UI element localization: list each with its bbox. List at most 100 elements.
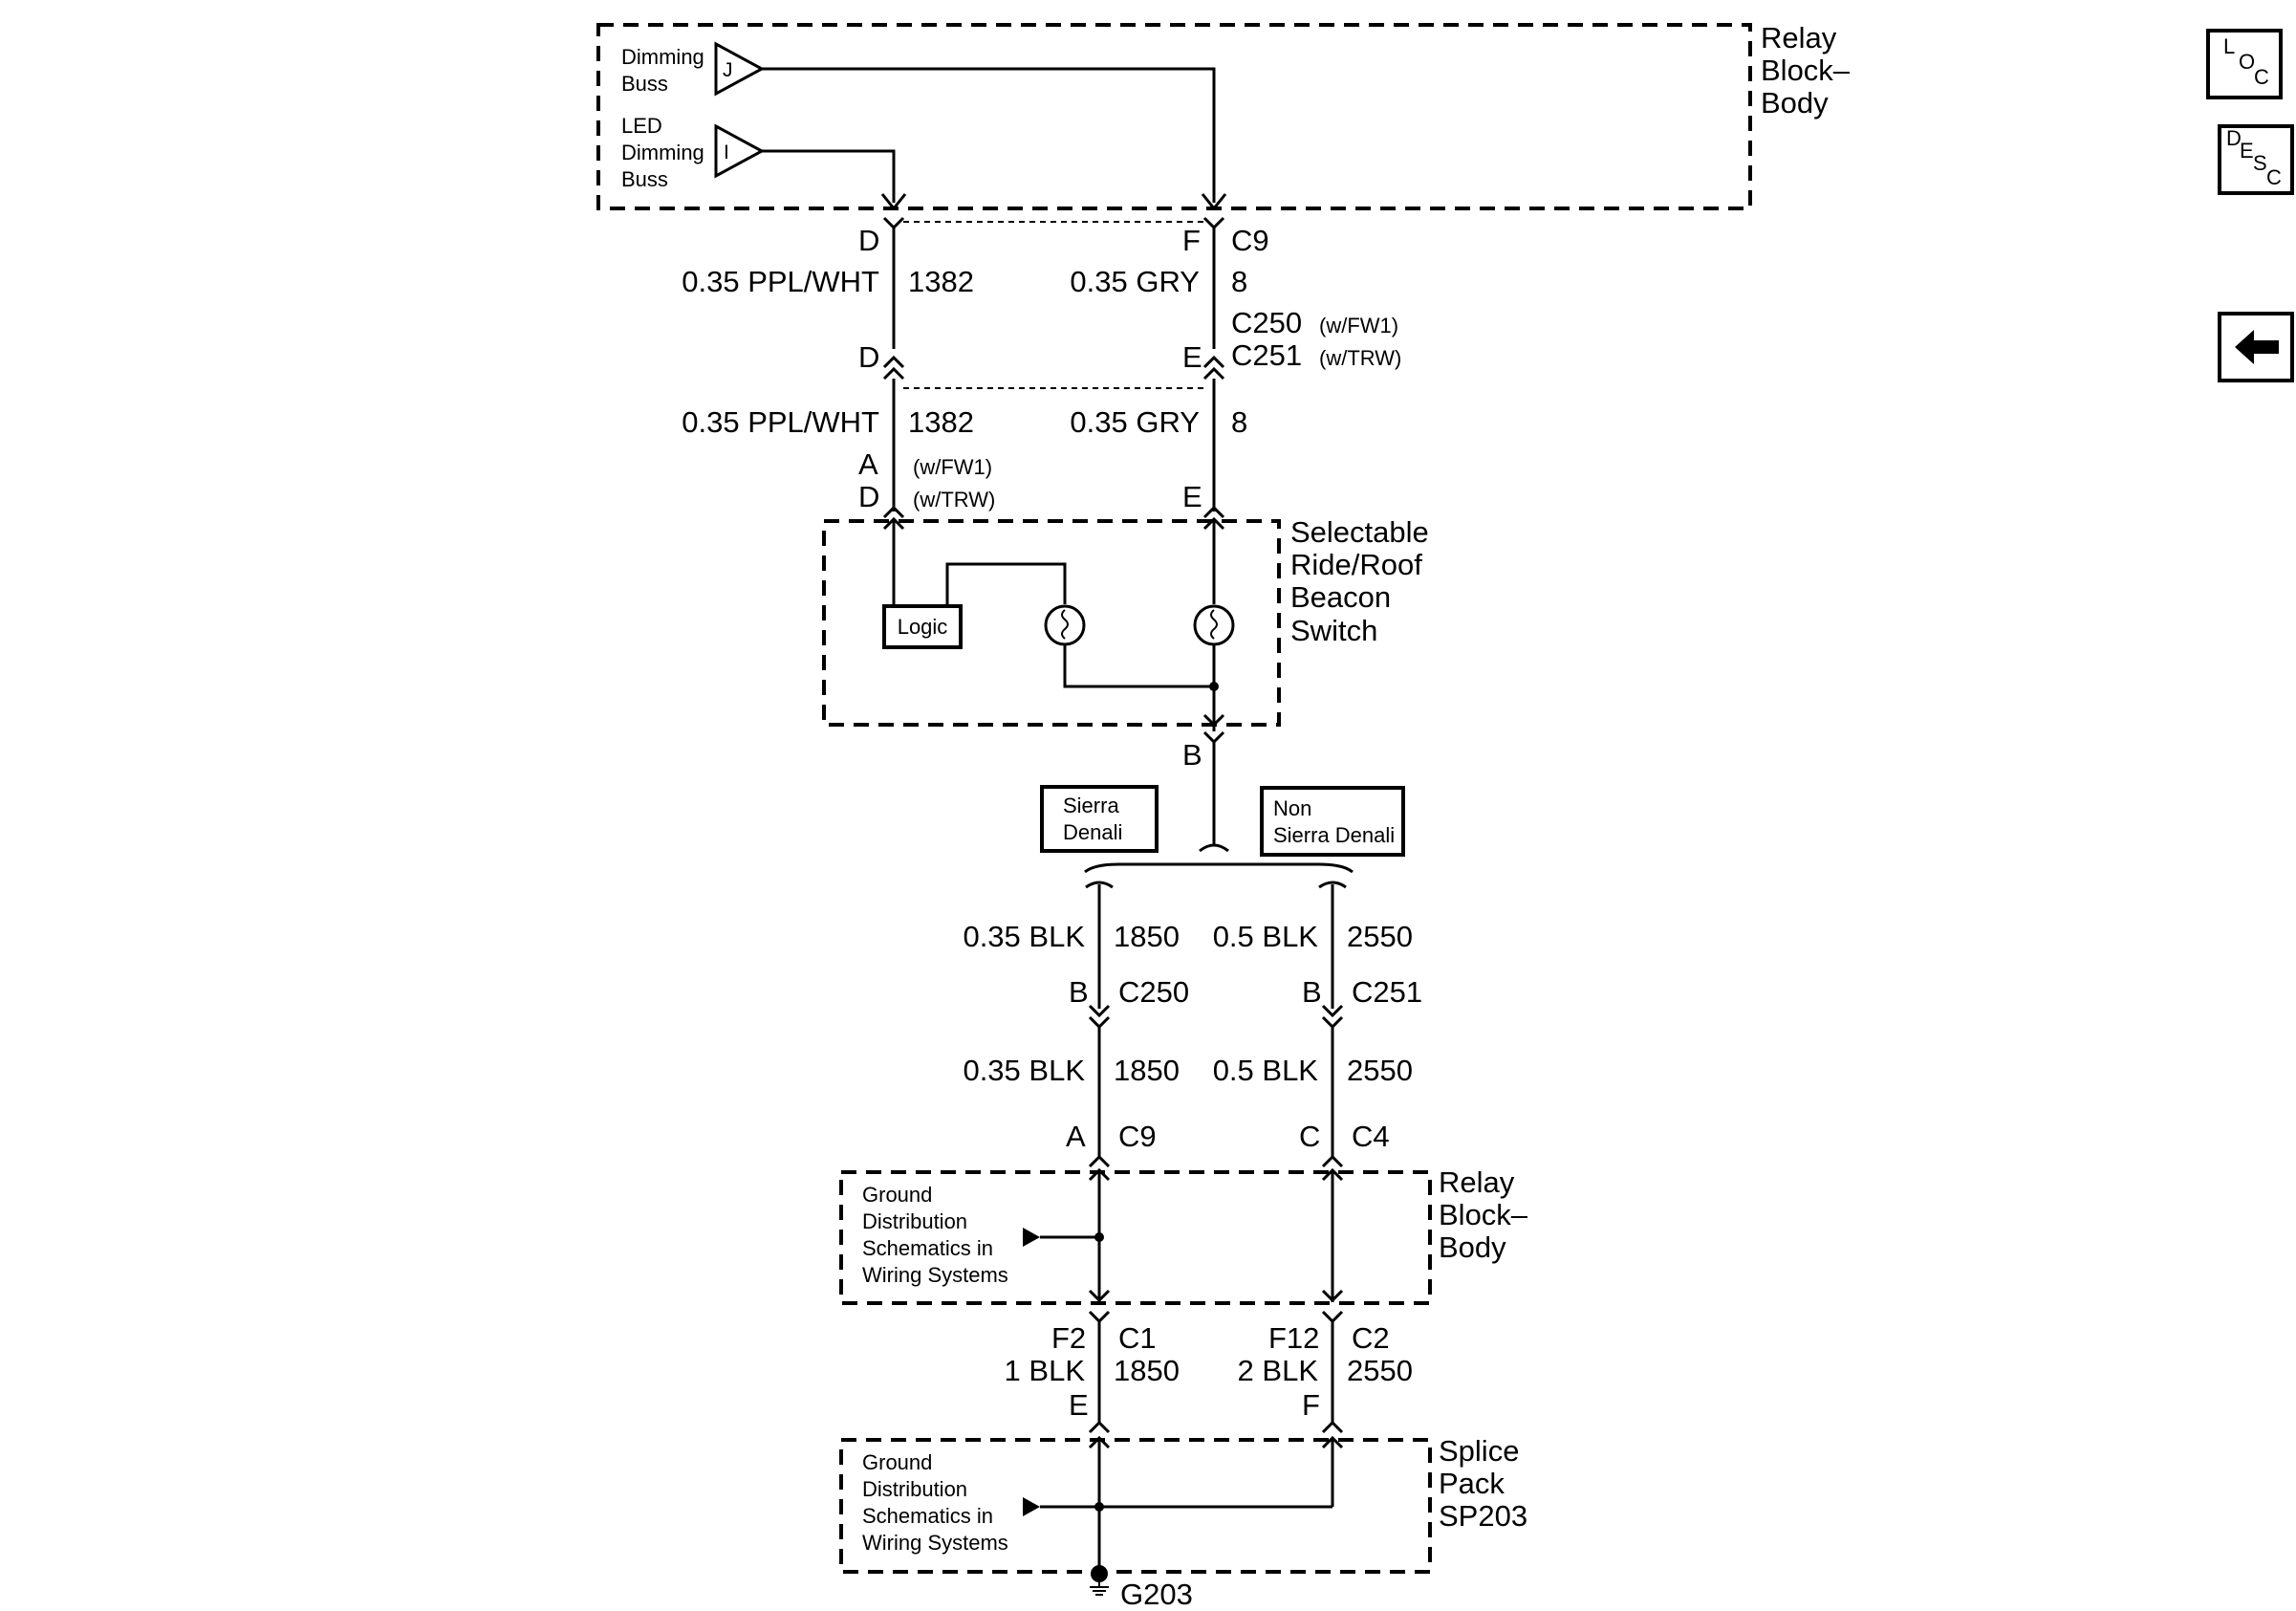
- ground-ref-1-line-3: Schematics in: [862, 1236, 993, 1260]
- option-non-sierra-denali: Non Sierra Denali: [1260, 786, 1405, 857]
- pin-b-switch: B: [1182, 738, 1202, 772]
- bulb-icon: [1044, 604, 1086, 646]
- arrow-up-icon: [1088, 1167, 1111, 1182]
- rb-bottom-label-3: Body: [1439, 1230, 1506, 1264]
- relay-block-bottom: Relay Block– Body Ground Distribution Sc…: [839, 1154, 1528, 1305]
- logic-label: Logic: [898, 615, 948, 639]
- pin-f-sp: F: [1302, 1388, 1320, 1422]
- pin-f12: F12: [1268, 1321, 1319, 1355]
- desc-icon: D E S C: [2226, 126, 2282, 189]
- pin-c-rb: C: [1299, 1120, 1320, 1153]
- led-buss-pin: I: [724, 142, 729, 163]
- connector-c9-top: D F C9: [858, 216, 1269, 257]
- ground-ref-2-arrow-icon: [1023, 1497, 1040, 1516]
- ground-ref-1-line-1: Ground: [862, 1183, 932, 1207]
- pin-a-note: (w/FW1): [913, 455, 992, 479]
- svg-text:E: E: [2240, 139, 2254, 163]
- loc-icon: L O C: [2223, 34, 2269, 89]
- arrow-down-icon: [1321, 1289, 1344, 1303]
- arrow-down-icon: [1202, 713, 1225, 728]
- relay-block-bottom-outline: [839, 1170, 1432, 1305]
- back-arrow-icon: [2235, 330, 2279, 364]
- non-sierra-line-2: Sierra Denali: [1273, 823, 1395, 847]
- back-button[interactable]: [2218, 312, 2294, 382]
- desc-button[interactable]: D E S C: [2218, 124, 2294, 195]
- c251-label: C251: [1231, 338, 1302, 372]
- w2-left-spec: 0.35 PPL/WHT: [682, 405, 879, 439]
- sierra-denali-line-1: Sierra: [1063, 794, 1119, 817]
- switch-internal-lamp1-ret: [1063, 644, 1214, 688]
- ground-ref-2-line-1: Ground: [862, 1450, 932, 1474]
- led-buss-triangle-icon: [714, 123, 766, 179]
- led-buss-label-3: Buss: [621, 167, 668, 191]
- svg-text:O: O: [2239, 50, 2255, 74]
- sp-label-1: Splice: [1439, 1434, 1519, 1468]
- loc-button[interactable]: L O C: [2206, 29, 2283, 99]
- w5-left-circuit: 1850: [1114, 1354, 1180, 1387]
- logic-box: [882, 604, 963, 649]
- connector-chevron-icon: [1321, 1310, 1344, 1324]
- connector-chevron-icon: [882, 355, 905, 369]
- pin-f2: F2: [1051, 1321, 1086, 1355]
- connector-chevron-icon: [1088, 1310, 1111, 1324]
- relay-block-top-label-2: Block–: [1761, 54, 1851, 87]
- led-buss-label-1: LED: [621, 114, 662, 138]
- connector-chevron-icon: [1088, 1154, 1111, 1168]
- sp-label-2: Pack: [1439, 1467, 1505, 1500]
- relay-block-top-outline: [596, 23, 1752, 210]
- led-buss-label-2: Dimming: [621, 141, 704, 164]
- option-sierra-denali: Sierra Denali: [1040, 785, 1159, 853]
- ground-ref-2-line-3: Schematics in: [862, 1504, 993, 1528]
- non-sierra-line-1: Non: [1273, 796, 1311, 820]
- pin-f-top: F: [1182, 224, 1201, 257]
- c250-lower-label: C250: [1118, 975, 1189, 1009]
- connector-c9-label: C9: [1231, 224, 1269, 257]
- connector-chevron-icon: [1321, 1004, 1344, 1018]
- svg-text:S: S: [2253, 151, 2267, 175]
- dimming-buss-pin: J: [723, 59, 733, 81]
- connector-chevron-icon: [1088, 1015, 1111, 1030]
- arrow-up-icon: [1202, 516, 1225, 531]
- w3-left-circuit: 1850: [1114, 920, 1180, 953]
- dimming-buss-label-2: Buss: [621, 72, 668, 96]
- sp-label-3: SP203: [1439, 1499, 1527, 1533]
- connector-chevron-icon: [1321, 1154, 1344, 1168]
- dimming-buss-label-1: Dimming: [621, 45, 704, 69]
- rb-c2-label: C2: [1352, 1321, 1390, 1355]
- connector-chevron-icon: [1202, 216, 1225, 230]
- relay-block-top-label-3: Body: [1761, 86, 1829, 120]
- pin-e-switch: E: [1182, 480, 1202, 513]
- option-split-icon: [1085, 881, 1114, 889]
- w4-left-circuit: 1850: [1114, 1054, 1180, 1087]
- c251-lower-label: C251: [1352, 975, 1422, 1009]
- rb-c4-label: C4: [1352, 1120, 1390, 1153]
- w5-right-spec: 2 BLK: [1238, 1354, 1319, 1387]
- w3-right-circuit: 2550: [1347, 920, 1413, 953]
- beacon-switch-outline: [822, 519, 1281, 727]
- led-buss-wire: [762, 149, 896, 203]
- splice-pack-sp203: Splice Pack SP203 Ground Distribution Sc…: [839, 1420, 1527, 1574]
- connector-chevron-icon: [1321, 1420, 1344, 1434]
- arrow-down-icon: [1201, 193, 1227, 211]
- connector-chevron-icon: [1321, 1015, 1344, 1030]
- pin-a-switch: A: [858, 447, 878, 481]
- switch-label-3: Beacon: [1290, 580, 1391, 614]
- w4-right-spec: 0.5 BLK: [1213, 1054, 1319, 1087]
- relay-block-top: Relay Block– Body Dimming Buss J LED Dim…: [596, 21, 1851, 211]
- connector-chevron-icon: [1202, 505, 1225, 519]
- pin-d-note: (w/TRW): [913, 488, 995, 512]
- pin-d-mid: D: [858, 340, 879, 374]
- arrow-up-icon: [882, 516, 905, 531]
- dimming-buss-triangle-icon: [714, 41, 766, 97]
- w4-left-spec: 0.35 BLK: [963, 1054, 1085, 1087]
- w2-right-spec: 0.35 GRY: [1070, 405, 1200, 439]
- ground-g203-label: G203: [1120, 1578, 1193, 1611]
- svg-text:C: C: [2266, 165, 2282, 189]
- connector-chevron-icon: [1088, 1004, 1111, 1018]
- sierra-denali-line-2: Denali: [1063, 820, 1122, 844]
- ground-g203: G203: [1090, 1565, 1193, 1611]
- pin-b-c251: B: [1302, 975, 1322, 1009]
- svg-text:D: D: [2226, 126, 2242, 150]
- pin-a-rb: A: [1066, 1120, 1086, 1153]
- ground-ref-1-arrow-icon: [1023, 1228, 1040, 1247]
